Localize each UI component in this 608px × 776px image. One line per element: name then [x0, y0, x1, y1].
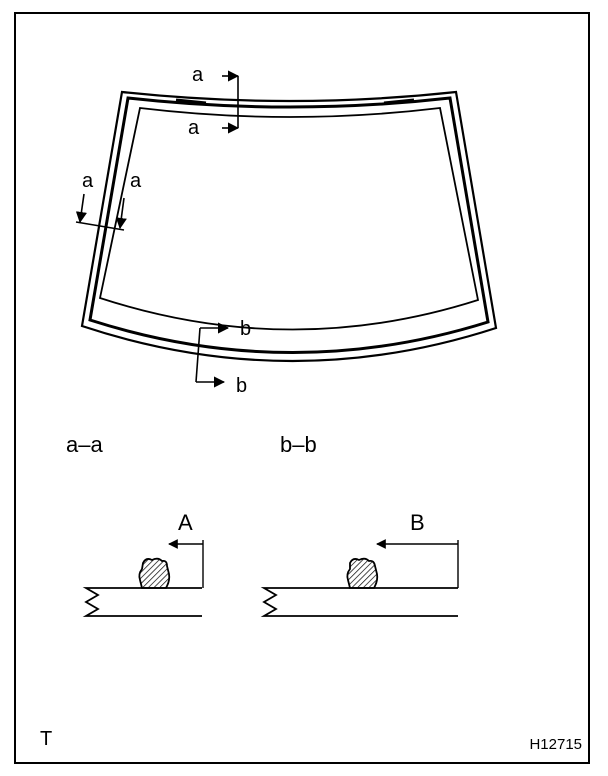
- top-notch-right: [383, 98, 415, 105]
- windshield-outline: [80, 90, 498, 363]
- label-b-bottom-lower: b: [236, 375, 247, 397]
- section-a-a-detail: A: [82, 510, 204, 617]
- corner-mark: T: [40, 728, 53, 750]
- arrow-side-left: [75, 193, 87, 224]
- arrow-side-right: [115, 197, 127, 230]
- section-title-a-a: a–a: [66, 432, 103, 457]
- label-b-bottom-upper: b: [240, 318, 251, 340]
- section-cut-bottom: [195, 327, 201, 383]
- label-a-top-upper: a: [192, 64, 204, 86]
- molding-line: [88, 96, 490, 354]
- molding-clip-b: [346, 557, 379, 589]
- dimension-label-b: B: [410, 510, 425, 535]
- section-title-b-b: b–b: [280, 432, 317, 457]
- label-a-top-lower: a: [188, 117, 200, 139]
- figure-id: H12715: [529, 736, 582, 753]
- top-notch-left: [175, 98, 207, 105]
- molding-clip-a: [138, 557, 171, 589]
- inner-glass-line: [98, 107, 480, 331]
- dimension-label-a: A: [178, 510, 193, 535]
- label-a-side-left: a: [82, 170, 94, 192]
- section-b-b-detail: B: [260, 510, 459, 617]
- label-a-side-right: a: [130, 170, 142, 192]
- body-panel-b: [260, 587, 458, 617]
- diagram-frame: [14, 12, 590, 764]
- body-panel-a: [82, 587, 202, 617]
